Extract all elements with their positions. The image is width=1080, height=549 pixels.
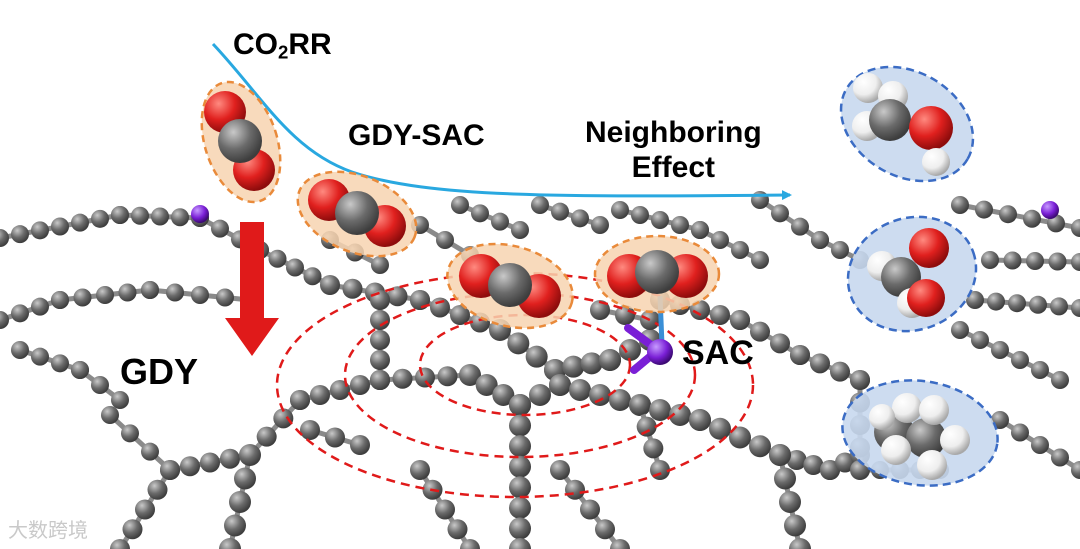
neighboring-effect-label: Neighboring Effect	[585, 116, 762, 185]
product-ethane	[841, 379, 999, 487]
ring-middle	[343, 291, 697, 459]
co2rr-curve-arrow	[211, 42, 792, 201]
neighboring-text: Neighboring	[585, 116, 762, 149]
gdy-label: GDY	[120, 351, 199, 392]
co2-molecule-1	[200, 80, 282, 204]
co2-molecule-4	[593, 234, 721, 314]
gdy-down-arrow	[225, 222, 279, 356]
co2-molecule-3	[446, 242, 574, 330]
metal-atom	[647, 339, 673, 365]
effect-text: Effect	[631, 150, 715, 184]
product-formic-acid	[846, 215, 978, 333]
sac-label: SAC	[682, 334, 754, 372]
watermark: 大数跨境	[8, 518, 88, 542]
product-methanol	[839, 65, 975, 183]
sac-site	[624, 295, 673, 374]
gdy-sac-label: GDY-SAC	[348, 119, 485, 152]
ring-outer	[275, 271, 755, 499]
co2rr-label: CO2RR	[233, 28, 332, 63]
co2-molecule-2	[296, 170, 418, 258]
